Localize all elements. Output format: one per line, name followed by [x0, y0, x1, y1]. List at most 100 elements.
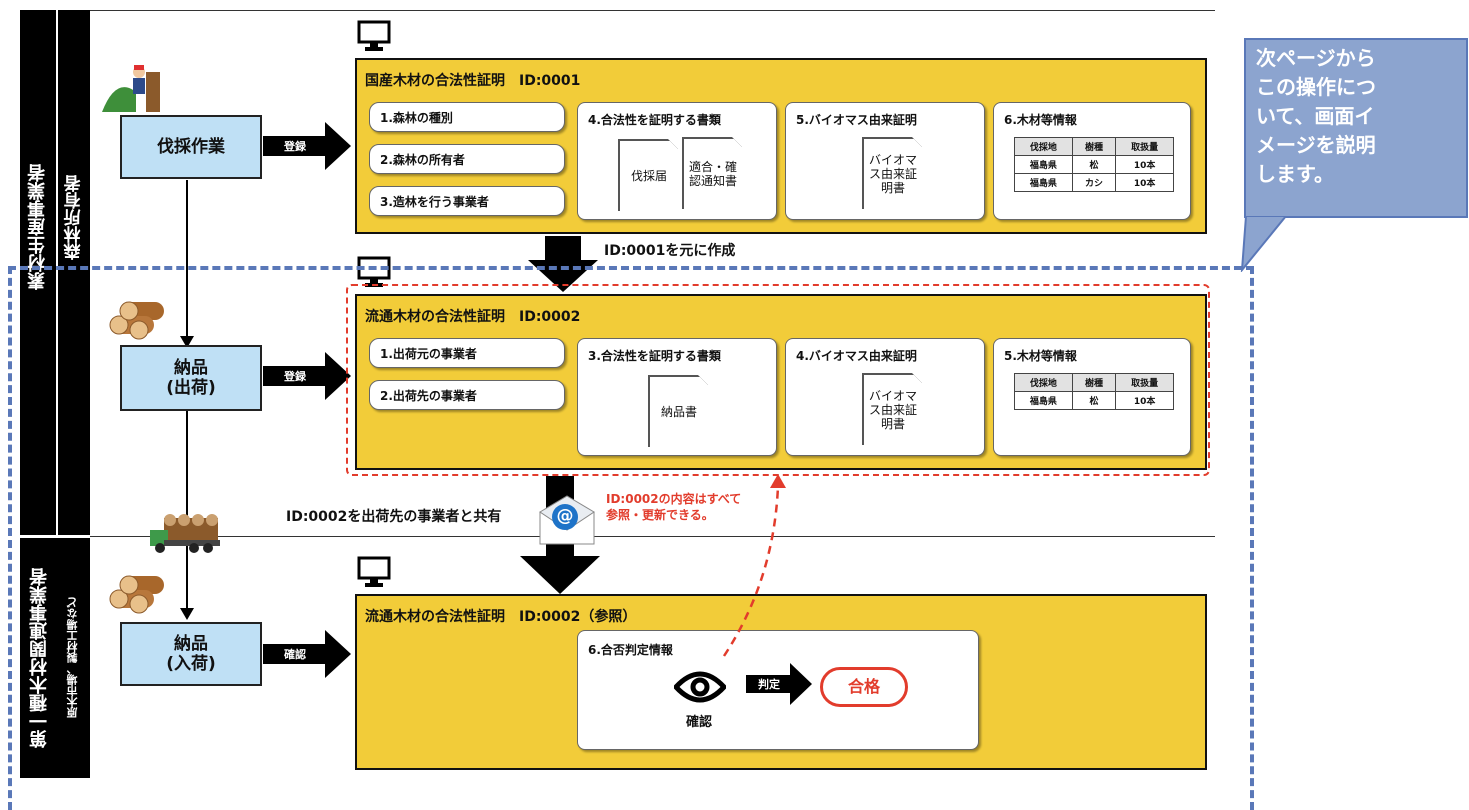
result-pass-badge: 合格	[820, 667, 908, 707]
table-cell: 10本	[1115, 155, 1174, 174]
judge-arrow-body: 判定	[746, 675, 792, 693]
eye-icon	[674, 671, 726, 703]
callout-line-3: いて、画面イ	[1256, 104, 1375, 128]
red-note-line-1: ID:0002の内容はすべて	[606, 492, 742, 506]
truck-icon	[150, 514, 220, 553]
pill-forest-owner: 2.森林の所有者	[369, 144, 565, 174]
card-wood-info-title: 6.木材等情報	[1004, 113, 1077, 127]
card-legal-docs: 4.合法性を証明する書類 伐採届 適合・確認通知書	[577, 102, 777, 220]
card-judgment: 6.合否判定情報 確認 判定 合格	[577, 630, 979, 750]
lane-bar-inner: 森林所有者	[58, 10, 90, 535]
card-judgment-title: 6.合否判定情報	[588, 643, 673, 657]
callout-line-4: メージを説明	[1256, 133, 1376, 157]
monitor-icon	[357, 20, 391, 51]
process-felling: 伐採作業	[120, 115, 262, 179]
lane-bar-outer: 素材生産事業者	[20, 10, 56, 535]
doc-delivery-slip-text: 納品書	[649, 376, 709, 448]
table-row: 福島県 松 10本	[1014, 155, 1174, 174]
doc-biomass-cert: バイオマス由来証明書	[862, 373, 922, 445]
scope-dashed-blue	[8, 266, 1254, 810]
flow-line-1	[186, 180, 188, 345]
doc-biomass-cert-text: バイオマス由来証明書	[863, 374, 923, 446]
table-cell: 10本	[1115, 173, 1174, 192]
register-arrow-1-body: 登録	[263, 136, 327, 156]
confirm-arrow: 確認	[263, 630, 351, 678]
cert-reference-title: 流通木材の合法性証明 ID:0002（参照）	[365, 609, 637, 625]
card-biomass: 4.バイオマス由来証明 バイオマス由来証明書	[785, 338, 985, 456]
table-header-cell: 取扱量	[1115, 137, 1174, 156]
lane-divider-line	[90, 536, 1215, 537]
doc-conformity-notice-text: 適合・確認通知書	[683, 138, 743, 210]
process-receiving-label-2: (入荷)	[166, 654, 216, 674]
share-note: ID:0002を出荷先の事業者と共有	[286, 509, 502, 525]
card-biomass: 5.バイオマス由来証明 バイオマス由来証明書	[785, 102, 985, 220]
table-cell: 松	[1071, 391, 1117, 410]
flow-line-2	[186, 410, 188, 610]
card-legal-docs-title: 3.合法性を証明する書類	[588, 349, 721, 363]
card-biomass-title: 5.バイオマス由来証明	[796, 113, 917, 127]
cert-domestic-title: 国産木材の合法性証明 ID:0001	[365, 73, 581, 89]
table-row: 福島県 松 10本	[1014, 391, 1174, 410]
callout-line-1: 次ページから	[1256, 46, 1376, 70]
card-biomass-title: 4.バイオマス由来証明	[796, 349, 917, 363]
card-wood-info: 5.木材等情報 伐採地 樹種 取扱量 福島県 松 10本	[993, 338, 1191, 456]
flow-arrowhead-1	[180, 336, 194, 348]
monitor-icon	[357, 556, 391, 587]
create-note: ID:0001を元に作成	[604, 243, 736, 259]
arrowhead-icon	[325, 122, 351, 170]
callout-line-5: します。	[1256, 162, 1334, 186]
doc-biomass-cert-text: バイオマス由来証明書	[863, 138, 923, 210]
red-note-line-2: 参照・更新できる。	[606, 508, 714, 522]
doc-felling-report: 伐採届	[618, 139, 678, 211]
process-receiving-label-1: 納品	[174, 634, 208, 654]
table-header-cell: 樹種	[1071, 137, 1117, 156]
table-header-cell: 伐採地	[1014, 373, 1073, 392]
table-cell: 松	[1071, 155, 1117, 174]
table-row: 福島県 カシ 10本	[1014, 173, 1174, 192]
cert-distribution-title: 流通木材の合法性証明 ID:0002	[365, 309, 581, 325]
wood-info-table: 伐採地 樹種 取扱量 福島県 松 10本	[1014, 373, 1174, 410]
pill-shipper: 1.出荷元の事業者	[369, 338, 565, 368]
table-header-cell: 樹種	[1071, 373, 1117, 392]
table-header-cell: 取扱量	[1115, 373, 1174, 392]
table-header-row: 伐採地 樹種 取扱量	[1014, 373, 1174, 392]
eye-label: 確認	[686, 715, 713, 730]
confirm-arrow-body: 確認	[263, 644, 327, 664]
card-legal-docs: 3.合法性を証明する書類 納品書	[577, 338, 777, 456]
arrowhead-icon	[325, 352, 351, 400]
table-cell: 福島県	[1014, 155, 1073, 174]
arrowhead-icon	[790, 663, 812, 705]
register-arrow-1: 登録	[263, 122, 351, 170]
table-cell: カシ	[1071, 173, 1117, 192]
card-wood-info: 6.木材等情報 伐採地 樹種 取扱量 福島県 松 10本 福島県 カシ 10本	[993, 102, 1191, 220]
doc-biomass-cert: バイオマス由来証明書	[862, 137, 922, 209]
pill-reforestation: 3.造林を行う事業者	[369, 186, 565, 216]
cert-distribution: 流通木材の合法性証明 ID:0002 1.出荷元の事業者 2.出荷先の事業者 3…	[355, 294, 1207, 470]
callout-note: 次ページから この操作につ いて、画面イ メージを説明 します。	[1244, 38, 1468, 218]
card-legal-docs-title: 4.合法性を証明する書類	[588, 113, 721, 127]
callout-tail	[1240, 216, 1288, 272]
doc-felling-report-text: 伐採届	[619, 140, 679, 212]
table-header-row: 伐採地 樹種 取扱量	[1014, 137, 1174, 156]
process-shipping-label-1: 納品	[174, 358, 208, 378]
table-cell: 福島県	[1014, 173, 1073, 192]
logs-icon	[109, 301, 164, 340]
process-shipping-label-2: (出荷)	[166, 378, 216, 398]
at-symbol: @	[552, 504, 578, 530]
callout-line-2: この操作につ	[1256, 75, 1376, 99]
arrowhead-icon	[325, 630, 351, 678]
card-wood-info-title: 5.木材等情報	[1004, 349, 1077, 363]
wood-info-table: 伐採地 樹種 取扱量 福島県 松 10本 福島県 カシ 10本	[1014, 137, 1174, 192]
pill-recipient: 2.出荷先の事業者	[369, 380, 565, 410]
table-header-cell: 伐採地	[1014, 137, 1073, 156]
lane-top-line	[90, 10, 1215, 11]
lane-bar-second: 第一種木材関連事業者 原木市場、製材工場など	[20, 538, 90, 778]
process-felling-label: 伐採作業	[157, 137, 225, 157]
doc-delivery-slip: 納品書	[648, 375, 708, 447]
cert-distribution-reference: 流通木材の合法性証明 ID:0002（参照） 6.合否判定情報 確認 判定 合格	[355, 594, 1207, 770]
cert-domestic: 国産木材の合法性証明 ID:0001 1.森林の種別 2.森林の所有者 3.造林…	[355, 58, 1207, 234]
update-link-curve	[722, 474, 786, 657]
table-cell: 10本	[1115, 391, 1174, 410]
register-arrow-2-body: 登録	[263, 366, 327, 386]
register-arrow-2: 登録	[263, 352, 351, 400]
